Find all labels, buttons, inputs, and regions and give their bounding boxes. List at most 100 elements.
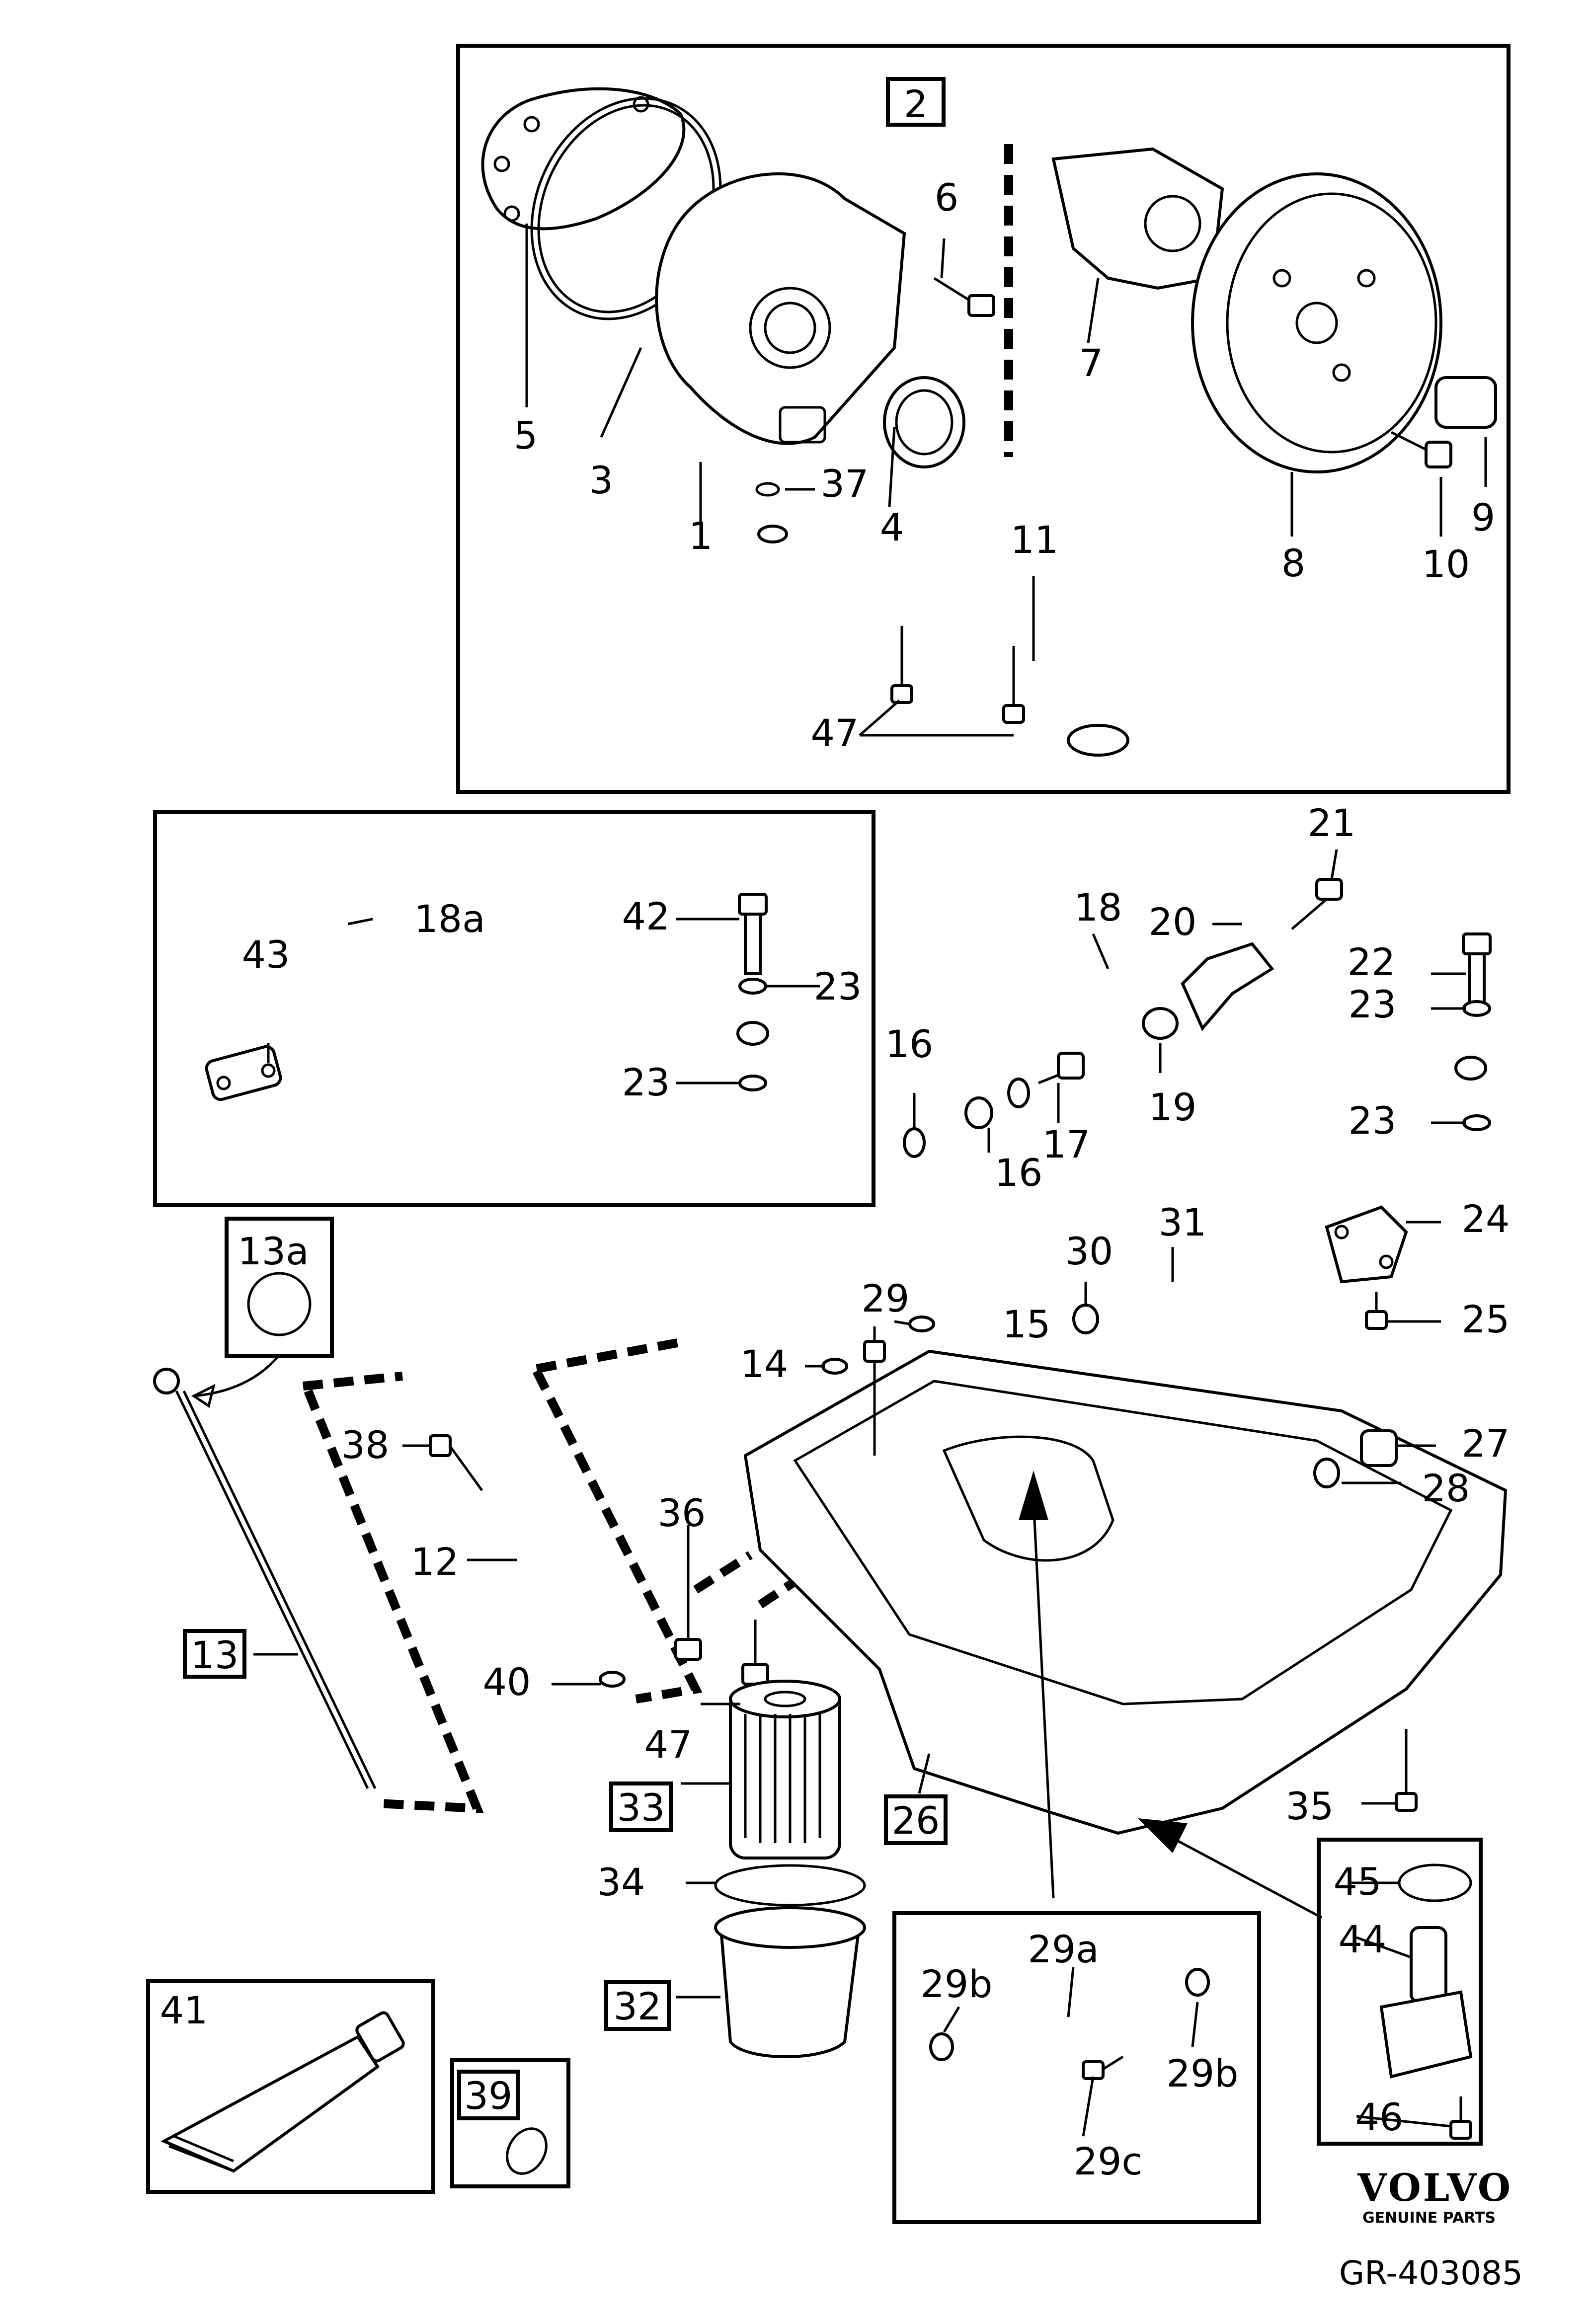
dipstick-13-shape <box>153 1368 377 1789</box>
bolt-25-shape <box>1365 1292 1388 1330</box>
bolt-42-shape <box>738 893 768 975</box>
label-17: 17 <box>1042 1122 1091 1166</box>
label-47-bottom: 47 <box>644 1722 693 1767</box>
label-18: 18 <box>1074 885 1122 930</box>
label-46: 46 <box>1355 2095 1404 2139</box>
oil-filter-33-shape <box>729 1680 841 1859</box>
arrow-to-44 <box>1172 1837 1323 1919</box>
label-16-b: 16 <box>995 1151 1043 1195</box>
label-29c: 29c <box>1074 2139 1143 2183</box>
label-box-32 <box>604 1980 671 2031</box>
label-12: 12 <box>411 1540 459 1584</box>
pointer-13a <box>193 1355 279 1397</box>
label-40: 40 <box>483 1660 531 1704</box>
label-39: 39 <box>465 2074 513 2118</box>
seal-4-shape <box>883 376 965 468</box>
label-3: 3 <box>589 458 613 502</box>
bolt-6-shape <box>933 277 995 317</box>
gasket-13a-shape <box>247 1272 312 1336</box>
bolt-47a-shape <box>890 626 1025 724</box>
sealant-41-frame <box>146 1979 435 2194</box>
bolt-36-shape <box>674 1590 702 1661</box>
bolt-22-shape <box>1462 932 1492 1005</box>
label-38: 38 <box>341 1423 390 1467</box>
label-14: 14 <box>740 1342 789 1386</box>
label-32: 32 <box>614 1984 662 2028</box>
plug-27-shape <box>1360 1429 1398 1467</box>
gasket-13a-frame <box>225 1217 334 1358</box>
leader-lines <box>253 224 1487 2137</box>
bolt-29c-shape <box>1082 2055 1124 2080</box>
seal-29b-left-shape <box>929 2032 954 2061</box>
oil-pump-1-shape <box>655 172 906 445</box>
bolt-46-shape <box>1449 2096 1472 2140</box>
label-34: 34 <box>597 1860 645 1904</box>
gasket-5-shape <box>481 87 686 231</box>
washer-23b-shape <box>738 1075 767 1091</box>
label-5: 5 <box>514 413 538 458</box>
o-ring-34-shape <box>714 1864 866 1907</box>
label-24: 24 <box>1462 1197 1510 1241</box>
label-8: 8 <box>1281 541 1305 585</box>
bracket-43-shape <box>205 1045 282 1101</box>
o-ring-45-shape <box>1398 1863 1472 1902</box>
label-21: 21 <box>1308 801 1356 845</box>
label-27: 27 <box>1462 1421 1510 1466</box>
filter-housing-32-shape <box>714 1906 866 2058</box>
gasket-24-shape <box>1325 1205 1408 1284</box>
label-20: 20 <box>1149 900 1197 944</box>
bolt-29-shape <box>863 1340 886 1456</box>
dashed-outline-12 <box>303 1372 484 1813</box>
pipe-29a-frame <box>892 1911 1261 2224</box>
label-23-a: 23 <box>814 964 862 1008</box>
oil-pan-26-shape <box>743 1349 1508 1835</box>
bolt-21-shape <box>1291 878 1343 930</box>
label-16-a: 16 <box>885 1022 934 1066</box>
bolt-47b-shape <box>741 1620 769 1686</box>
sensor-44-frame <box>1317 1838 1483 2146</box>
label-35: 35 <box>1286 1784 1334 1828</box>
label-29a: 29a <box>1028 1927 1099 1971</box>
callout-labels: 1 3 4 5 6 7 8 9 10 11 37 47 18a 42 23 23… <box>160 175 1510 2183</box>
genuine-parts-text: GENUINE PARTS <box>1362 2209 1496 2227</box>
top-assembly-frame <box>456 44 1511 794</box>
label-26: 26 <box>892 1798 940 1843</box>
washer-23c-shape <box>1462 1000 1491 1017</box>
washer-23a-shape <box>738 978 767 995</box>
label-37: 37 <box>821 462 869 506</box>
label-9: 9 <box>1471 495 1495 540</box>
pulley-8-shape <box>1191 172 1442 473</box>
label-47-top: 47 <box>811 711 859 755</box>
pipe-18a-frame <box>153 810 875 1207</box>
label-7: 7 <box>1079 341 1103 385</box>
arrow-13a-head <box>191 1384 216 1408</box>
label-2: 2 <box>904 82 928 126</box>
arrow-44-head <box>1138 1818 1188 1853</box>
union-16-shape <box>964 1096 993 1129</box>
washer-16b-shape <box>1007 1078 1030 1108</box>
pipe-29a-shape <box>962 1982 1180 2047</box>
label-11: 11 <box>1011 518 1059 562</box>
label-4: 4 <box>880 505 904 549</box>
label-box-26 <box>884 1794 948 1845</box>
label-44: 44 <box>1339 1917 1387 1961</box>
o-ring-37-shape <box>755 482 780 497</box>
union-18-shape <box>1454 1056 1487 1081</box>
nut-9-shape <box>1434 376 1497 429</box>
label-box-39 <box>457 2070 520 2120</box>
arrow-29a-head <box>1019 1471 1048 1520</box>
label-33: 33 <box>617 1785 665 1830</box>
seal-15-shape <box>908 1316 935 1332</box>
label-36: 36 <box>658 1491 706 1535</box>
seal-29b-right-shape <box>1185 1968 1210 1997</box>
dashed-link-36 <box>693 1551 753 1594</box>
bolt-17-shape <box>1038 1052 1085 1085</box>
bolt-10-shape <box>1390 431 1452 468</box>
label-29b-left: 29b <box>921 1962 993 2006</box>
washer-28-shape <box>1313 1458 1340 1488</box>
label-10: 10 <box>1422 542 1470 586</box>
label-30: 30 <box>1065 1229 1114 1273</box>
dashed-outline-12b <box>532 1337 703 1704</box>
washer-23d-shape <box>1462 1114 1491 1131</box>
label-22: 22 <box>1348 940 1396 984</box>
